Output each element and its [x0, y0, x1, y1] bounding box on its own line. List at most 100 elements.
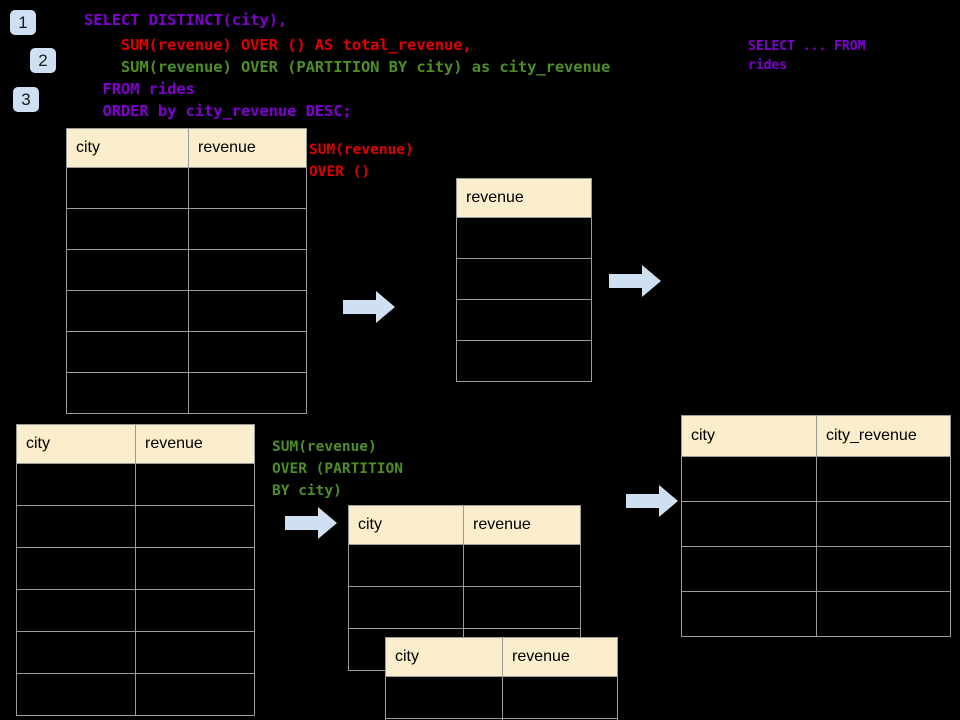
table-row	[348, 586, 581, 629]
table-header-row: city revenue	[16, 424, 255, 464]
table-row	[385, 718, 618, 720]
column-header-revenue: revenue	[135, 424, 255, 464]
table-body	[385, 676, 618, 720]
table-cell	[16, 673, 136, 716]
annotation-select-from-rides: SELECT ... FROM rides	[748, 39, 866, 73]
table-source-bottom: city revenue	[16, 424, 255, 716]
table-row	[66, 372, 307, 414]
table-cell	[188, 331, 307, 373]
table-row	[16, 463, 255, 506]
table-cell	[502, 718, 618, 720]
step-badge-2: 2	[30, 48, 56, 73]
table-row	[16, 547, 255, 590]
table-partition-front: city revenue	[385, 637, 618, 720]
table-cell	[16, 631, 136, 674]
table-cell	[135, 547, 255, 590]
table-row	[16, 589, 255, 632]
table-row	[681, 546, 951, 592]
sql-line-from-rides: FROM rides	[84, 80, 195, 98]
table-cell	[456, 217, 592, 259]
table-cell	[66, 290, 189, 332]
table-cell	[502, 676, 618, 719]
table-cell	[816, 591, 951, 637]
table-cell	[135, 463, 255, 506]
table-cell	[16, 505, 136, 548]
column-header-city-revenue: city_revenue	[816, 415, 951, 457]
table-cell	[135, 505, 255, 548]
table-cell	[135, 631, 255, 674]
table-row	[348, 544, 581, 587]
column-header-revenue: revenue	[456, 178, 592, 218]
column-header-revenue: revenue	[463, 505, 581, 545]
table-result: city city_revenue	[681, 415, 951, 637]
table-cell	[681, 591, 817, 637]
table-cell	[188, 208, 307, 250]
column-header-city: city	[348, 505, 464, 545]
arrow-source-to-total-icon	[343, 291, 395, 323]
sql-line-select-distinct: SELECT DISTINCT(city),	[84, 11, 288, 29]
annotation-sum-over-empty: SUM(revenue) OVER ()	[309, 142, 414, 180]
table-row	[385, 676, 618, 719]
step-badge-1: 1	[10, 10, 36, 35]
table-cell	[188, 290, 307, 332]
table-row	[456, 217, 592, 259]
sql-line-sum-over-empty: SUM(revenue) OVER () AS total_revenue,	[84, 36, 472, 54]
table-cell	[188, 372, 307, 414]
table-row	[66, 249, 307, 291]
table-cell	[16, 547, 136, 590]
table-row	[66, 208, 307, 250]
table-row	[16, 505, 255, 548]
table-cell	[135, 673, 255, 716]
table-cell	[66, 331, 189, 373]
column-header-city: city	[66, 128, 189, 168]
table-cell	[66, 372, 189, 414]
table-row	[681, 591, 951, 637]
table-cell	[385, 676, 503, 719]
arrow-partition-to-result-icon	[626, 485, 678, 517]
table-header-row: revenue	[456, 178, 592, 218]
table-total-revenue: revenue	[456, 178, 592, 382]
table-row	[16, 631, 255, 674]
table-cell	[681, 501, 817, 547]
column-header-revenue: revenue	[188, 128, 307, 168]
table-row	[456, 299, 592, 341]
table-row	[681, 501, 951, 547]
table-body	[456, 217, 592, 382]
table-cell	[188, 167, 307, 209]
column-header-revenue: revenue	[502, 637, 618, 677]
table-row	[66, 290, 307, 332]
table-cell	[681, 546, 817, 592]
table-header-row: city revenue	[348, 505, 581, 545]
step-badge-3: 3	[13, 87, 39, 112]
table-row	[681, 456, 951, 502]
table-header-row: city revenue	[385, 637, 618, 677]
table-body	[66, 167, 307, 414]
table-row	[456, 340, 592, 382]
table-row	[456, 258, 592, 300]
table-cell	[188, 249, 307, 291]
table-row	[16, 673, 255, 716]
table-cell	[16, 463, 136, 506]
arrow-total-to-result-icon	[609, 265, 661, 297]
table-cell	[681, 456, 817, 502]
table-cell	[816, 501, 951, 547]
sql-line-order-by: ORDER by city_revenue DESC;	[84, 102, 352, 120]
table-cell	[463, 544, 581, 587]
table-cell	[456, 299, 592, 341]
table-source-top: city revenue	[66, 128, 307, 414]
table-body	[681, 456, 951, 637]
table-row	[66, 167, 307, 209]
column-header-city: city	[681, 415, 817, 457]
table-cell	[456, 340, 592, 382]
table-cell	[66, 249, 189, 291]
column-header-city: city	[385, 637, 503, 677]
table-cell	[135, 589, 255, 632]
table-cell	[16, 589, 136, 632]
table-cell	[816, 546, 951, 592]
arrow-source-to-partition-icon	[285, 507, 337, 539]
table-header-row: city revenue	[66, 128, 307, 168]
table-cell	[66, 208, 189, 250]
table-row	[66, 331, 307, 373]
table-header-row: city city_revenue	[681, 415, 951, 457]
